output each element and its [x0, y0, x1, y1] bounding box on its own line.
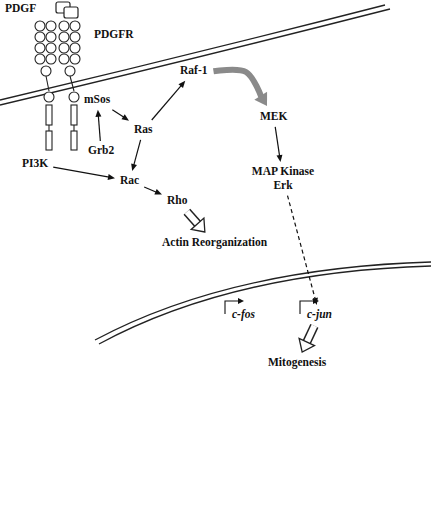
pathway-label: Rho: [165, 194, 189, 208]
arrow-shaft: [288, 196, 316, 300]
label-text: PDGFR: [94, 28, 134, 42]
nuclear-membrane: [99, 266, 431, 344]
arrow-shaft: [112, 110, 124, 118]
label-text: Actin Reorganization: [162, 236, 267, 250]
arrow-head: [312, 297, 318, 305]
pathway-label: Rac: [118, 174, 141, 188]
signal-arrow: [95, 110, 101, 141]
arrow-head: [191, 218, 205, 232]
label-text: Ras: [134, 123, 153, 137]
signal-arrow: [288, 196, 318, 305]
pathway-label: Raf-1: [178, 64, 209, 78]
pathway-label: PDGF: [3, 2, 38, 16]
arrow-shaft: [53, 167, 109, 177]
arrow-head: [121, 114, 129, 120]
arrow-shaft: [144, 187, 156, 192]
signal-arrow: [131, 140, 140, 171]
label-text: PDGF: [5, 2, 36, 16]
pathway-label: Ras: [132, 123, 155, 137]
arrow-shaft: [98, 116, 100, 141]
signal-arrow: [144, 187, 162, 195]
arrow-shaft: [306, 326, 314, 343]
arrow-head: [178, 81, 185, 88]
label-text: PI3K: [22, 157, 48, 171]
signal-arrow: [299, 326, 314, 352]
arrow-head: [299, 338, 314, 352]
pathway-label: Grb2: [86, 144, 116, 158]
signal-arrow: [53, 167, 115, 180]
arrow-shaft: [152, 85, 182, 120]
label-text: Grb2: [88, 144, 114, 158]
pathway-label: MAP Kinase Erk: [246, 165, 320, 193]
pathway-label: c-fos: [230, 308, 257, 322]
signal-arrow: [213, 70, 267, 106]
arrow-shaft: [134, 140, 141, 165]
label-text: Rho: [167, 194, 187, 208]
label-text: MEK: [260, 110, 287, 124]
signal-arrow: [187, 212, 205, 232]
arrow-head: [95, 110, 101, 117]
transcription-arrowhead: [238, 298, 319, 304]
pathway-label: Actin Reorganization: [160, 236, 269, 250]
arrow-head: [254, 92, 267, 106]
arrow-shaft: [213, 70, 261, 97]
pathway-label: PI3K: [20, 157, 50, 171]
label-text: Rac: [120, 174, 139, 188]
arrow-head: [154, 189, 162, 195]
arrow-shaft: [187, 212, 198, 225]
pathway-label: mSos: [82, 93, 112, 107]
arrow-head: [108, 174, 115, 180]
label-text: mSos: [84, 93, 110, 107]
signal-arrow: [112, 110, 129, 121]
label-text: c-jun: [307, 308, 332, 322]
cell-membrane: [0, 5, 385, 100]
pathway-label: MEK: [258, 110, 289, 124]
pathway-label: c-jun: [305, 308, 334, 322]
label-text: Mitogenesis: [268, 356, 326, 370]
cell-membrane: [0, 9, 390, 105]
arrow-shaft: [306, 326, 314, 343]
signal-arrow: [152, 81, 186, 120]
arrow-shaft: [187, 212, 198, 225]
pathway-label: Mitogenesis: [266, 356, 328, 370]
receptor-symbol: [35, 21, 80, 150]
arrow-head: [276, 155, 282, 162]
label-text: Raf-1: [180, 64, 207, 78]
signal-arrow: [275, 127, 282, 162]
arrow-head: [131, 163, 137, 171]
ligand-icon: [56, 2, 78, 18]
nuclear-membrane: [95, 262, 431, 340]
pathway-label: PDGFR: [92, 28, 136, 42]
arrow-shaft: [275, 127, 279, 156]
label-text: MAP Kinase Erk: [248, 165, 318, 193]
label-text: c-fos: [232, 308, 255, 322]
